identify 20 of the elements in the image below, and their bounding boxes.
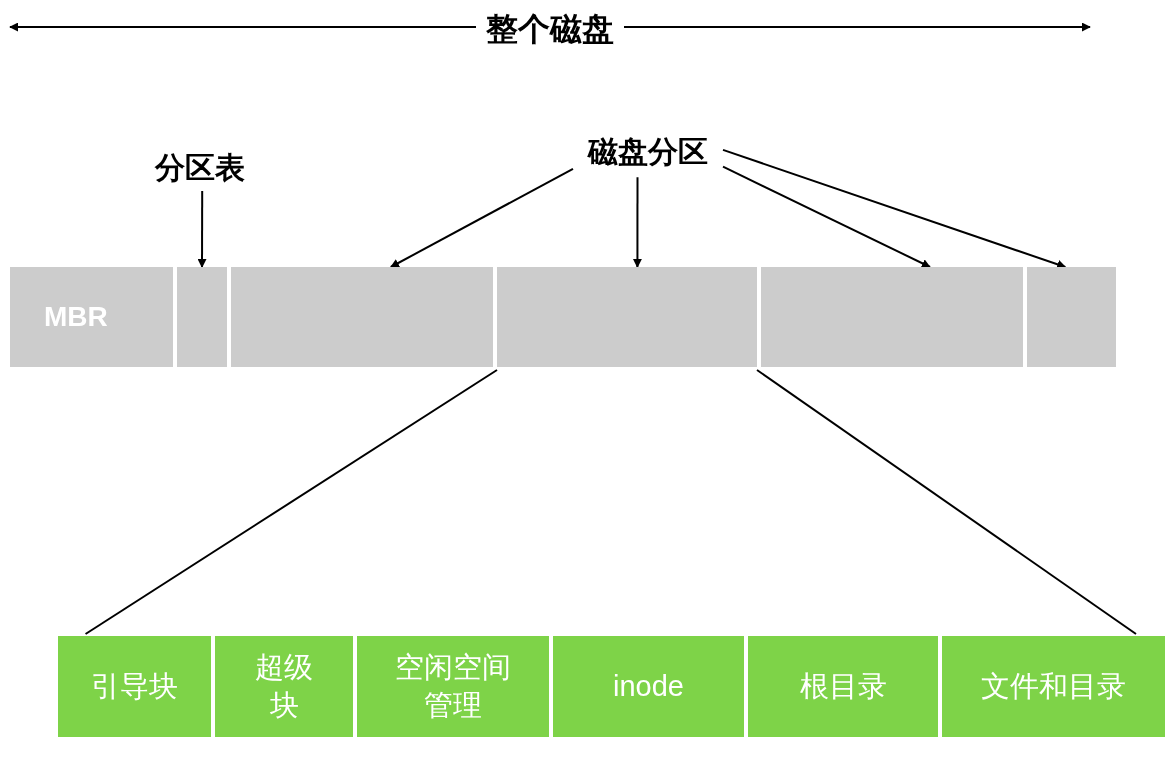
arrow [632,176,642,268]
arrow [722,165,931,268]
disk-region [497,267,757,367]
disk-region [177,267,227,367]
connector-line [756,369,1137,635]
text-label: 分区表 [145,147,255,189]
disk-region [231,267,493,367]
disk-block: 超级块 [215,636,353,737]
arrow [389,167,574,268]
text-label: 磁盘分区 [573,131,723,173]
disk-block: 引导块 [58,636,211,737]
disk-block: 文件和目录 [942,636,1165,737]
arrow [722,148,1067,269]
arrow [197,190,207,268]
disk-region [761,267,1023,367]
connector-line [84,369,498,635]
disk-region [1027,267,1116,367]
disk-block: 根目录 [748,636,938,737]
disk-block: 空闲空间管理 [357,636,549,737]
disk-block: inode [553,636,744,737]
